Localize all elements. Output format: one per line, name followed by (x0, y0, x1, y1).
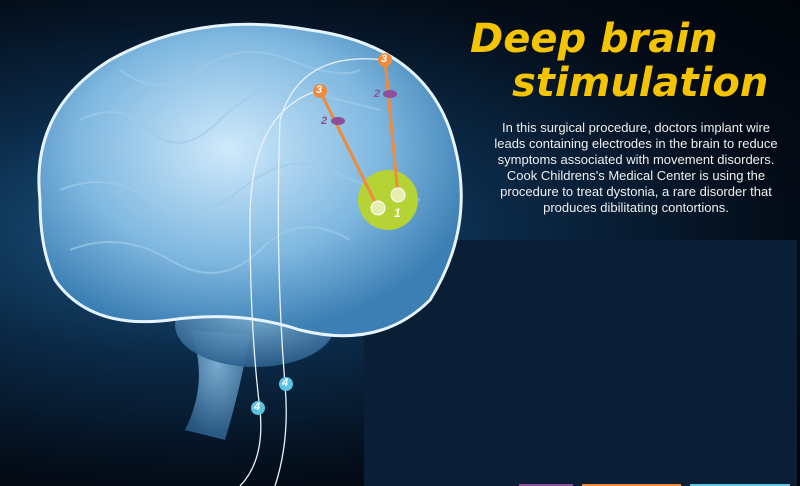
tab-strip-orange[interactable] (582, 484, 681, 486)
marker-4a: 4 (254, 401, 261, 413)
lead-top-marker (378, 53, 392, 67)
title-line-2: stimulation (512, 60, 769, 106)
target-area (358, 170, 418, 230)
marker-2a: 2 (321, 115, 328, 127)
lead-top-marker (313, 84, 327, 98)
description: In this surgical procedure, doctors impl… (494, 120, 778, 215)
marker-3a: 3 (316, 84, 323, 96)
tab-strip-blue[interactable] (690, 484, 790, 486)
marker-2b: 2 (374, 88, 381, 100)
leads (318, 59, 400, 209)
electrode-tip (390, 187, 406, 203)
marker-3b: 3 (381, 53, 388, 65)
clamp-icon (331, 117, 345, 125)
extension-marker (251, 401, 265, 415)
marker-1: 1 (394, 206, 401, 220)
clamp-icon (383, 90, 397, 98)
extension-marker (279, 377, 293, 391)
cerebrum (37, 22, 463, 338)
marker-4b: 4 (282, 377, 289, 389)
title-line-1: Deep brain (470, 16, 718, 62)
electrode-tip (370, 200, 386, 216)
tab-strip-purple[interactable] (519, 484, 573, 486)
extension-wires (239, 58, 386, 486)
